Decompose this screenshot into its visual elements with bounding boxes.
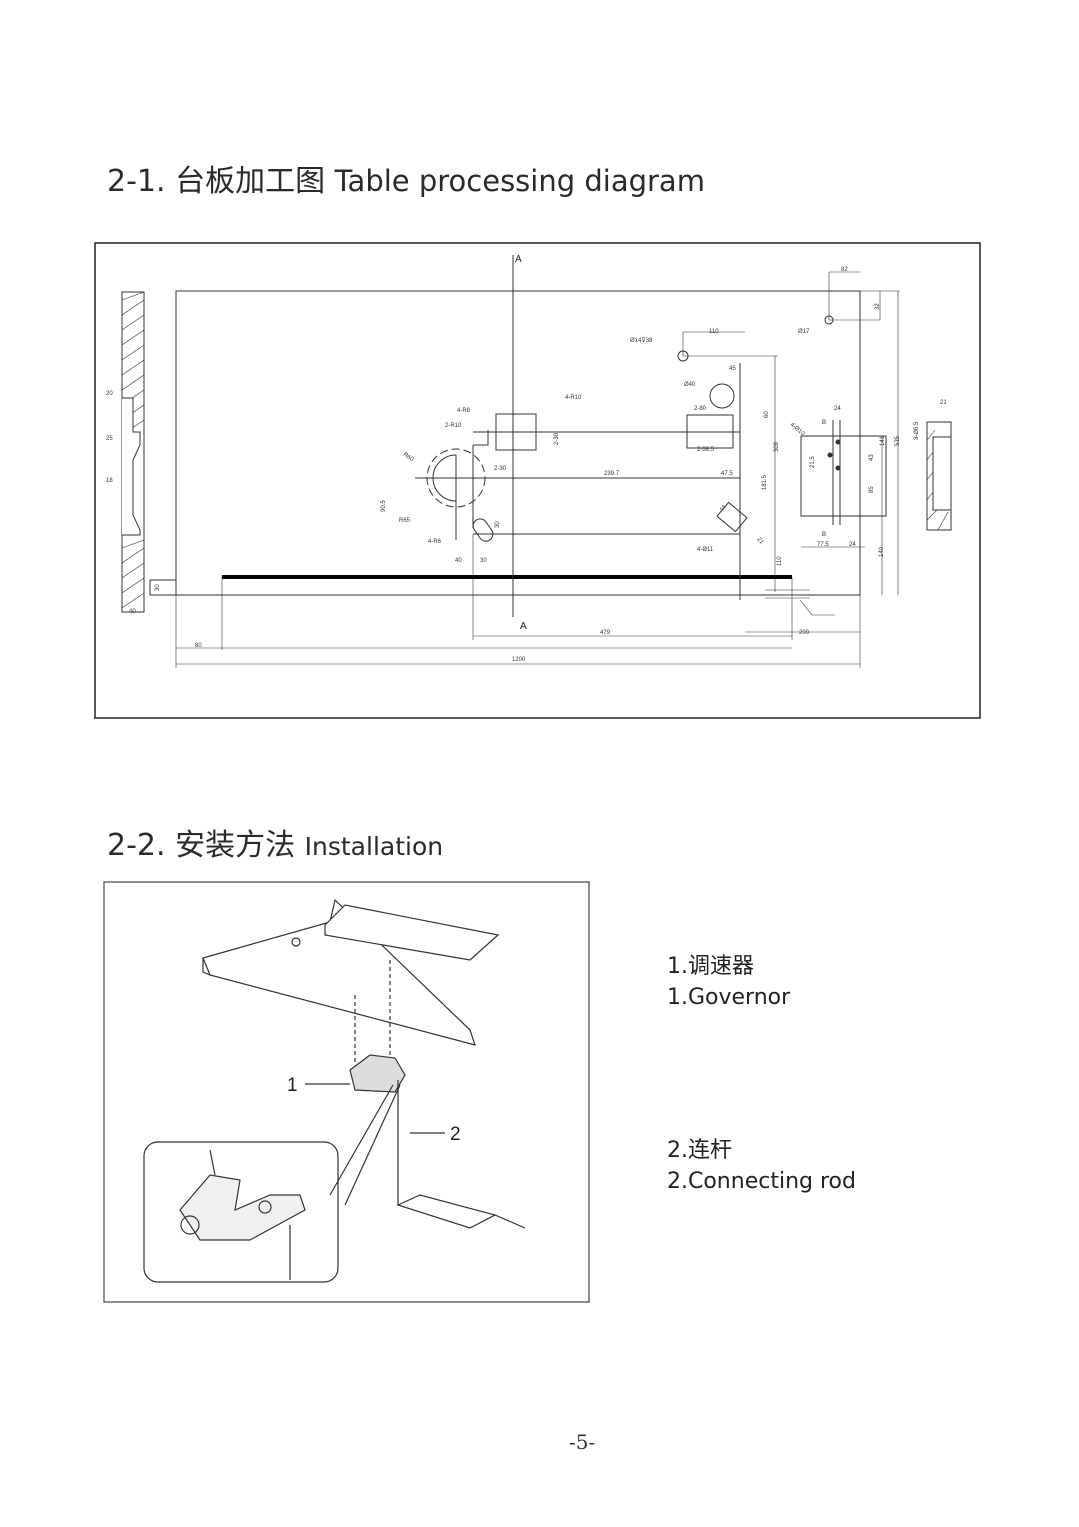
dim-label: R65: [399, 518, 411, 524]
dim-label: 4-R8: [457, 408, 471, 414]
legend-cn: 1.调速器: [667, 954, 754, 979]
dim-label: 200: [799, 630, 810, 636]
section-title-cn: 台板加工图: [175, 164, 326, 199]
dim-label: 2-80: [694, 406, 707, 412]
legend-en: 2.Connecting rod: [667, 1169, 856, 1194]
dim-label: 47.5: [721, 471, 733, 477]
section-mark-b-bottom: B: [822, 532, 826, 538]
dim-label: 77.5: [817, 542, 829, 548]
dim-label: R60: [402, 452, 415, 464]
legend-en: 1.Governor: [667, 985, 791, 1010]
dim-label: 30: [480, 558, 487, 564]
dim-label: 85: [869, 486, 875, 493]
dim-label: 32: [875, 303, 881, 310]
dim-label: 3-Ø6.5: [914, 421, 920, 440]
dim-label: 309: [774, 441, 780, 452]
dim-label: 110: [709, 329, 719, 335]
section-mark-a-bottom: A: [520, 621, 527, 632]
dim-label: 140: [879, 546, 885, 557]
dim-label: 4-R10: [565, 395, 582, 401]
page-number: -5-: [569, 1430, 596, 1454]
legend-governor: 1.调速器 1.Governor: [667, 951, 790, 1013]
dim-label: Ø17: [798, 329, 810, 335]
dim-label: 141: [880, 435, 886, 446]
dim-label: 21: [940, 400, 947, 406]
dim-label: 43: [869, 454, 875, 461]
callout-2: 2: [450, 1124, 461, 1145]
installation-illustration: [103, 881, 590, 1303]
dim-label: 4-Ø10: [789, 422, 806, 438]
dim-label: 535: [895, 435, 901, 446]
dim-label: 40: [455, 558, 462, 564]
legend-connecting-rod: 2.连杆 2.Connecting rod: [667, 1135, 856, 1197]
dim-label: 18: [106, 478, 113, 484]
dim-label: 60: [764, 411, 770, 418]
dim-label: 2-R10: [445, 423, 462, 429]
section-heading-table-diagram: 2-1. 台板加工图 Table processing diagram: [107, 156, 705, 200]
dim-label: 181.5: [762, 474, 768, 490]
section-number: 2-2.: [107, 828, 166, 863]
dim-label: 21: [755, 536, 764, 545]
dim-label: 479: [600, 630, 611, 636]
dim-label: 2-58.5: [697, 447, 715, 453]
dim-label: 4-Ø11: [697, 547, 714, 553]
dim-label: 110: [777, 556, 783, 566]
section-mark-a-top: A: [515, 254, 522, 265]
dim-label: 1200: [512, 657, 526, 663]
dim-label: Ø40: [684, 382, 696, 388]
dim-label: 21.5: [810, 456, 816, 468]
dim-label: 24: [834, 406, 841, 412]
section-title-en: Table processing diagram: [334, 164, 705, 198]
legend-cn: 2.连杆: [667, 1138, 732, 1163]
section-title-cn: 安装方法: [175, 828, 296, 863]
dim-label: 80: [195, 643, 202, 649]
dim-label: 20: [106, 391, 113, 397]
section-number: 2-1.: [107, 164, 166, 199]
dim-label: 30: [155, 584, 161, 591]
dim-label: 44: [719, 504, 728, 513]
callout-1: 1: [287, 1075, 298, 1096]
dim-label: 30: [495, 521, 501, 528]
dim-label: 4-R6: [428, 539, 442, 545]
dim-label: Ø14⊽38: [630, 337, 653, 344]
section-title-en: Installation: [304, 832, 444, 861]
dim-label: 90.5: [381, 500, 387, 512]
dim-label: 25: [106, 436, 113, 442]
dim-label: 239.7: [604, 471, 620, 477]
section-mark-b-top: B: [822, 420, 826, 426]
dim-label: 45: [729, 366, 736, 372]
dim-label: 40: [129, 609, 136, 615]
dim-label: 2-30: [494, 466, 507, 472]
section-heading-installation: 2-2. 安装方法 Installation: [107, 820, 443, 864]
dim-label: 24: [849, 542, 856, 548]
dim-label: 82: [841, 267, 848, 273]
dim-label: 2-30: [554, 432, 560, 445]
